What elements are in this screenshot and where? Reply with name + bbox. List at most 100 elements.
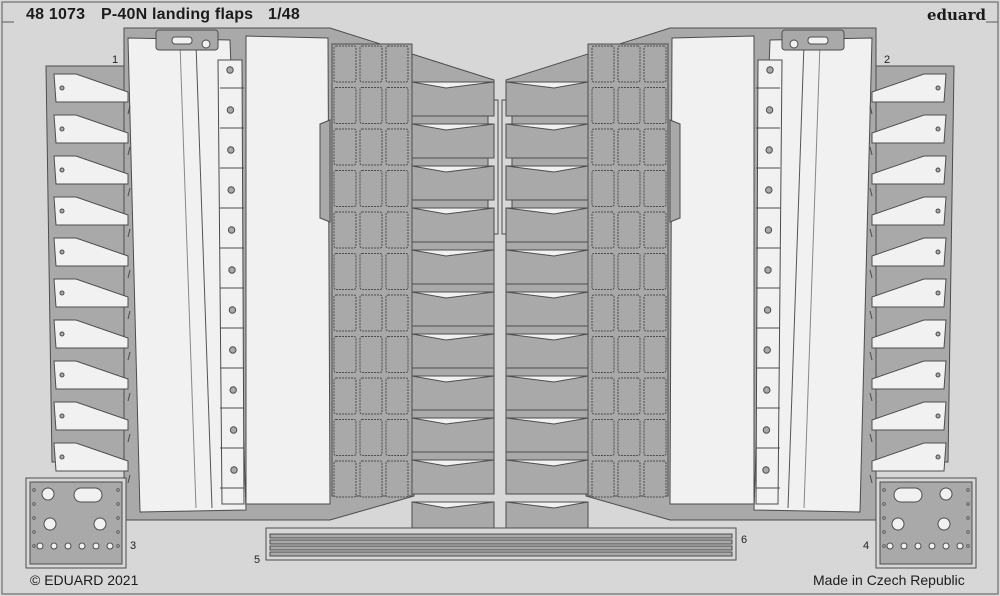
bracket-divider [869,105,873,115]
rib-cell [359,336,383,373]
flap-left-inner-panel [245,35,331,505]
rib-fold [505,165,589,173]
bracket-hole [935,249,941,255]
hinge-hole [226,66,234,74]
flap-right-details [505,45,947,537]
hinge-hole [762,426,771,434]
bracket [871,73,947,103]
kit-title: P-40N landing flaps [101,6,254,23]
hinge-hole [764,226,773,234]
rib-cell [617,336,641,373]
rib-fold [411,291,495,299]
panel-edge-dot [32,488,36,492]
rib-cell [359,294,383,332]
hinge-hole [765,146,773,154]
panel-3-slot [73,487,103,503]
bracket-divider [127,351,131,361]
bracket [871,155,947,185]
rib-cell [617,419,641,456]
rib-cell [617,211,641,249]
hinge-hole [763,386,771,394]
bracket-divider [869,433,873,443]
flap-right-slot-tab [669,119,681,223]
rib-cell [359,419,383,456]
rib-cell [643,419,667,456]
flap-left-top-slot [171,36,193,45]
rib-fold [505,333,589,341]
rib-cell [591,460,615,498]
rib-cell [591,419,615,456]
rib-cell [385,460,409,498]
rib-cell [591,253,615,290]
panel-rivet [50,542,58,550]
rib-cell [359,128,383,166]
part-number-3: 3 [130,540,137,552]
rib-cell [591,87,615,124]
strip [269,545,733,551]
panel-edge-dot [966,488,970,492]
flap-right-edge-line [803,43,821,509]
bracket [53,196,129,226]
panel-edge-dot [966,530,970,534]
part-number-1: 1 [112,54,119,66]
strip-parts [265,527,737,561]
rib-cell [333,128,357,166]
brand-logo: eduard [926,6,986,24]
rib-fold [411,459,495,467]
bracket-divider [127,187,131,197]
rib-cell [359,377,383,415]
flap-right-inner-panel [669,35,755,505]
rib-cell [643,377,667,415]
rib-cell [591,170,615,207]
panel-edge-dot [32,502,36,506]
rib-cell [333,170,357,207]
rib-fold [505,375,589,383]
panel-rivet [36,542,44,550]
rib-cell [333,419,357,456]
rib-cell [333,336,357,373]
rib-cell [385,419,409,456]
panel-rivet [64,542,72,550]
rib-cell [333,253,357,290]
kit-scale: 1/48 [268,6,300,23]
rib-cell [385,336,409,373]
rib-cell [385,87,409,124]
panel-rivet [78,542,86,550]
hinge-hole [229,426,238,434]
panel-4-hole [939,487,953,501]
bracket-hole [59,413,65,419]
hinge-hole [763,346,771,354]
panel-edge-dot [32,530,36,534]
rib-cell [385,377,409,415]
bracket-hole [59,290,65,296]
panel-edge-dot [966,544,970,548]
panel-edge-dot [966,502,970,506]
rib-fold [411,81,495,89]
part-number-2: 2 [884,54,891,66]
rib-fold [505,417,589,425]
rib-cell [333,294,357,332]
panel-rivet [914,542,922,550]
rib-cell [333,211,357,249]
rib-fold [411,375,495,383]
bracket [53,278,129,308]
rib-cell [591,128,615,166]
rib-cell [617,45,641,83]
rib-cell [643,45,667,83]
rib-cell [643,211,667,249]
bracket-hole [935,85,941,91]
flap-right-top-hole [789,39,799,49]
panel-4-hole [891,517,905,531]
hinge-hole [228,266,236,274]
rib-cell [643,460,667,498]
rib-fold [411,165,495,173]
bracket [871,196,947,226]
bracket [53,114,129,144]
bracket-divider [869,351,873,361]
bracket-hole [59,372,65,378]
rib-cell [359,170,383,207]
rib-cell [591,336,615,373]
rib-cell [385,294,409,332]
rib-fold [505,501,589,509]
